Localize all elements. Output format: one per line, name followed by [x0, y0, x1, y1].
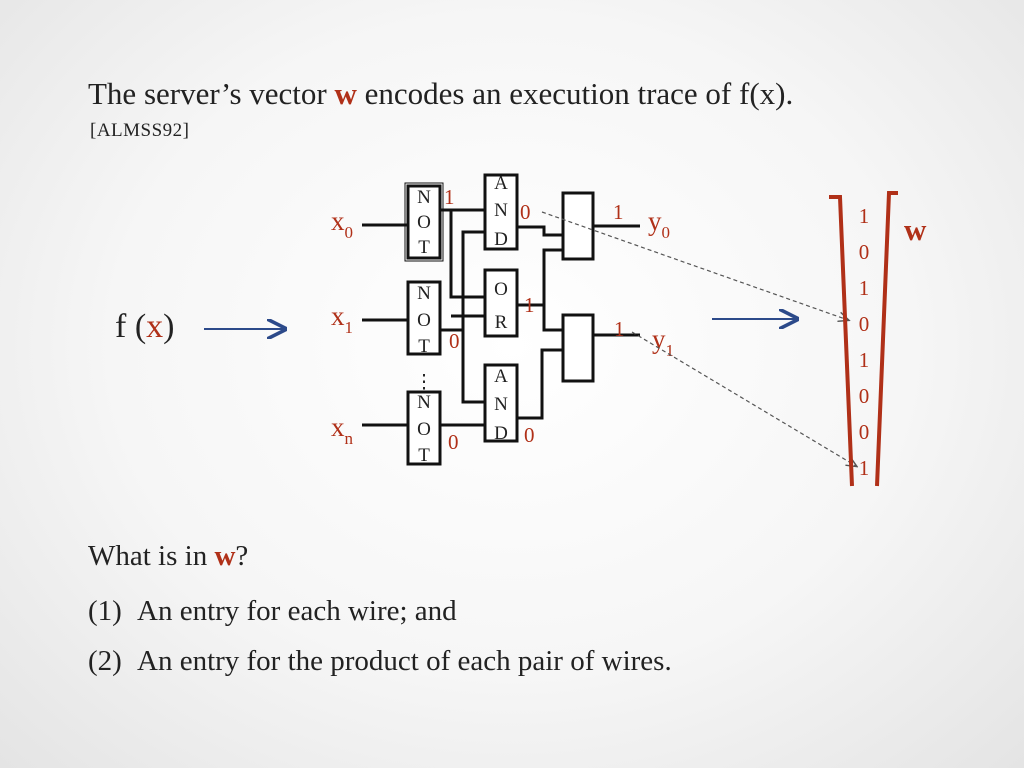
- ellipsis-dots: ⋮: [415, 372, 434, 393]
- output-gate-0: [561, 191, 595, 261]
- svg-text:N: N: [494, 394, 508, 415]
- wire-value: 0: [524, 423, 535, 447]
- wire-value: 1: [614, 317, 625, 341]
- vector-entry: 1: [859, 276, 870, 300]
- output-gate-1: [561, 313, 595, 383]
- vector-entry: 0: [859, 312, 870, 336]
- vector-entry: 0: [859, 240, 870, 264]
- svg-text:O: O: [494, 279, 508, 300]
- dashed-arrow-1: [631, 331, 856, 466]
- question-w: w: [214, 540, 236, 572]
- svg-text:T: T: [418, 237, 430, 258]
- question-text: What is in w?: [88, 540, 249, 572]
- not-gate-1: N O T: [406, 280, 442, 357]
- svg-text:D: D: [494, 423, 508, 444]
- vector-bracket-right: [875, 191, 898, 487]
- vector-entry: 1: [859, 456, 870, 480]
- title-w: w: [334, 76, 357, 111]
- input-x1: x1: [331, 301, 353, 337]
- input-xn: xn: [331, 412, 354, 448]
- answer-list: (1)An entry for each wire; and (2)An ent…: [88, 586, 672, 686]
- output-y0: y0: [648, 206, 670, 242]
- wire-value: 1: [444, 185, 455, 209]
- svg-text:O: O: [417, 310, 431, 331]
- input-x0: x0: [331, 206, 353, 242]
- svg-text:T: T: [418, 336, 430, 357]
- svg-text:O: O: [417, 212, 431, 233]
- and-gate-1: A N D: [483, 363, 519, 444]
- list-item: (1)An entry for each wire; and: [88, 595, 457, 627]
- svg-text:N: N: [417, 392, 431, 413]
- not-gate-n: N O T: [406, 390, 442, 466]
- wire-value: 0: [448, 430, 459, 454]
- fx-label: f (x): [115, 308, 174, 345]
- vector-entry: 1: [859, 348, 870, 372]
- svg-text:D: D: [494, 229, 508, 250]
- vector-entry: 1: [859, 204, 870, 228]
- svg-text:N: N: [417, 187, 431, 208]
- wire-values: 1 0 1 0 0 1 0 1: [444, 185, 625, 454]
- vector-entry: 0: [859, 420, 870, 444]
- svg-text:A: A: [494, 173, 508, 194]
- svg-text:R: R: [495, 312, 508, 333]
- or-gate: O R: [483, 268, 519, 338]
- slide-title: The server’s vector w encodes an executi…: [88, 74, 793, 114]
- title-suffix: encodes an execution trace of f(x).: [356, 76, 794, 111]
- svg-text:N: N: [417, 283, 431, 304]
- svg-text:A: A: [494, 366, 508, 387]
- wire-value: 1: [524, 293, 535, 317]
- svg-text:O: O: [417, 419, 431, 440]
- wire-value: 0: [449, 329, 460, 353]
- circuit-wires: [362, 208, 640, 427]
- output-y1: y1: [652, 324, 674, 360]
- citation: [ALMSS92]: [90, 120, 190, 141]
- list-item: (2)An entry for the product of each pair…: [88, 645, 672, 677]
- wire-value: 0: [520, 200, 531, 224]
- title-prefix: The server’s vector: [88, 76, 335, 111]
- svg-text:N: N: [494, 200, 508, 221]
- vector-entry: 0: [859, 384, 870, 408]
- vector-label-w: w: [904, 212, 927, 247]
- vector-entries: 1 0 1 0 1 0 0 1: [859, 204, 870, 480]
- dashed-arrow-0: [541, 211, 848, 320]
- vector-bracket-left: [829, 195, 854, 487]
- wire-value: 1: [613, 200, 624, 224]
- and-gate-0: A N D: [483, 173, 519, 251]
- svg-text:T: T: [418, 445, 430, 466]
- not-gate-0: N O T: [404, 182, 444, 262]
